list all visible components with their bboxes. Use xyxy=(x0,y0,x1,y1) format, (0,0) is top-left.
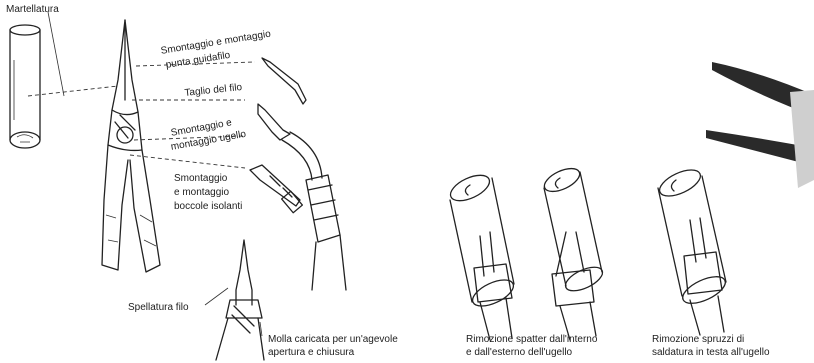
label-spatter-line1: Rimozione spatter dall'interno xyxy=(466,334,597,346)
welding-torch xyxy=(258,104,346,290)
small-pliers xyxy=(216,240,264,360)
label-spruzzi-line2: saldatura in testa all'ugello xyxy=(652,347,770,359)
contact-tip xyxy=(262,58,306,104)
label-spruzzi-line1: Rimozione spruzzi di xyxy=(652,334,744,346)
label-boccole-line1: Smontaggio xyxy=(174,173,227,185)
label-boccole-line3: boccole isolanti xyxy=(174,201,242,213)
hammer-line xyxy=(28,86,118,96)
nozzle-cleaning-1 xyxy=(447,170,517,340)
martellatura-leader xyxy=(48,12,64,96)
label-boccole-line2: e montaggio xyxy=(174,187,229,199)
photo-plier-tips xyxy=(706,62,814,188)
label-molla-line1: Molla caricata per un'agevole xyxy=(268,334,398,346)
label-molla-line2: apertura e chiusura xyxy=(268,347,354,359)
main-pliers xyxy=(102,20,160,272)
leader-boccole xyxy=(130,155,245,168)
nozzle-cleaning-2 xyxy=(541,164,606,340)
label-spatter-line2: e dall'esterno dell'ugello xyxy=(466,347,572,359)
nozzle-cleaning-3 xyxy=(656,165,729,335)
spellatura-leader xyxy=(205,288,228,305)
label-spellatura: Spellatura filo xyxy=(128,302,189,314)
hammering-cylinder xyxy=(10,25,40,148)
insulating-bush xyxy=(250,165,302,213)
label-martellatura: Martellatura xyxy=(6,4,59,16)
